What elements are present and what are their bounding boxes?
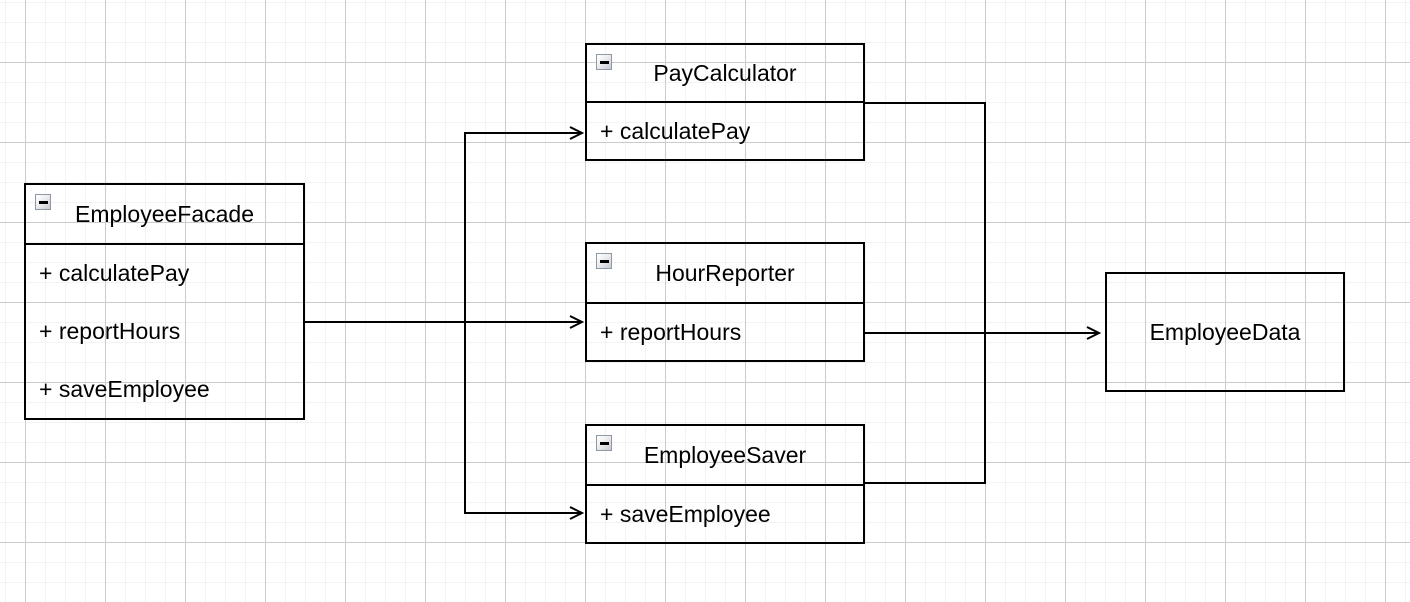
class-hourreporter[interactable]: HourReporter + reportHours: [585, 242, 865, 362]
edge-facade-to-employeesaver[interactable]: [464, 322, 585, 520]
edge-paycalculator-to-employeedata[interactable]: [865, 102, 986, 333]
class-hourreporter-header: HourReporter: [587, 244, 863, 304]
member-reporthours[interactable]: + reportHours: [39, 318, 181, 344]
class-hourreporter-body: + reportHours: [587, 304, 863, 360]
minus-glyph: [599, 441, 609, 445]
edge-facade-to-paycalculator[interactable]: [464, 126, 585, 322]
class-employeesaver-body: + saveEmployee: [587, 486, 863, 542]
member-reporthours[interactable]: + reportHours: [600, 318, 742, 345]
member-saveemployee[interactable]: + saveEmployee: [600, 500, 771, 527]
minus-glyph: [38, 200, 48, 204]
class-title: HourReporter: [655, 259, 795, 286]
class-paycalculator-body: + calculatePay: [587, 103, 863, 159]
class-employeesaver[interactable]: EmployeeSaver + saveEmployee: [585, 424, 865, 544]
member-saveemployee[interactable]: + saveEmployee: [39, 375, 210, 402]
class-employeefacade-body: + calculatePay + reportHours + saveEmplo…: [26, 245, 303, 418]
class-employeefacade-header: EmployeeFacade: [26, 185, 303, 245]
collapse-minus-icon[interactable]: [596, 54, 612, 70]
minus-glyph: [599, 60, 609, 64]
class-title: EmployeeFacade: [75, 200, 254, 227]
collapse-minus-icon[interactable]: [35, 194, 51, 210]
class-title: PayCalculator: [653, 59, 797, 86]
minus-glyph: [599, 259, 609, 263]
member-calculatepay[interactable]: + calculatePay: [600, 117, 751, 144]
class-title: EmployeeData: [1149, 318, 1301, 345]
class-employeefacade[interactable]: EmployeeFacade + calculatePay + reportHo…: [24, 183, 305, 420]
class-employeesaver-header: EmployeeSaver: [587, 426, 863, 486]
class-paycalculator-header: PayCalculator: [587, 45, 863, 103]
class-title: EmployeeSaver: [643, 441, 807, 468]
collapse-minus-icon[interactable]: [596, 253, 612, 269]
collapse-minus-icon[interactable]: [596, 435, 612, 451]
member-calculatepay[interactable]: + calculatePay: [39, 260, 190, 287]
class-employeedata[interactable]: EmployeeData: [1105, 272, 1345, 392]
class-paycalculator[interactable]: PayCalculator + calculatePay: [585, 43, 865, 161]
edge-employeesaver-to-employeedata[interactable]: [865, 333, 986, 484]
